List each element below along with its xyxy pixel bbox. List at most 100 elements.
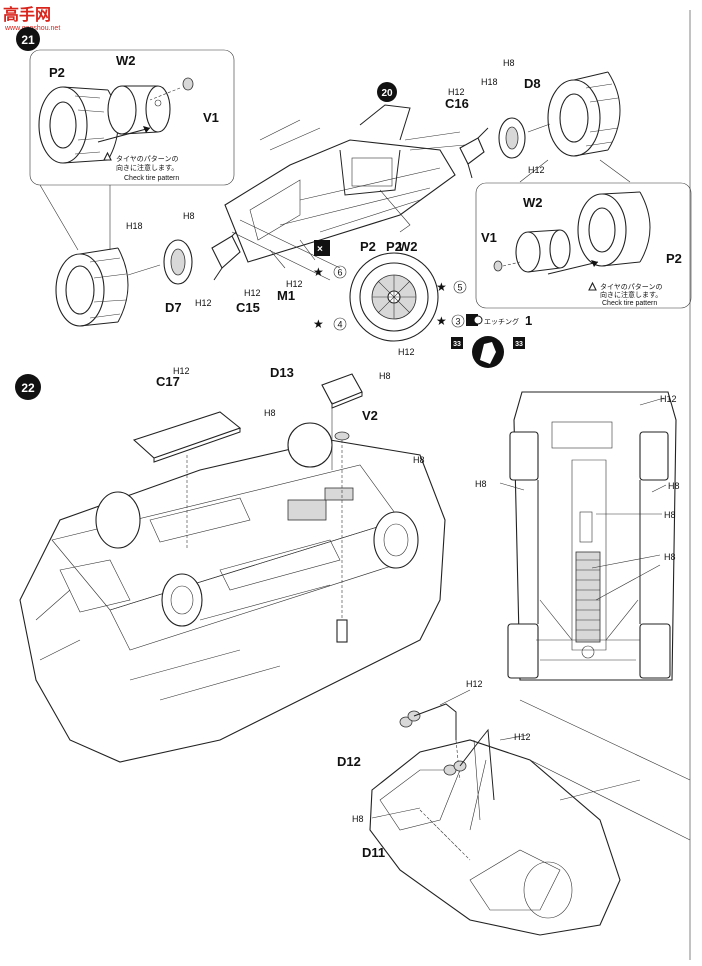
decal-33-right: 33 — [515, 341, 523, 348]
tire-note-line1-left: タイヤのパターンの — [116, 154, 178, 163]
svg-text:★: ★ — [436, 280, 447, 294]
paint-h18-a: H18 — [126, 221, 143, 231]
topview-tire-fl — [509, 431, 539, 481]
underbody-tire-fr — [287, 422, 333, 468]
etching-number: 1 — [525, 313, 532, 328]
etching-callout: エッチング 1 — [466, 313, 532, 328]
decal-number-4: 4 — [337, 320, 342, 330]
label-w2-left: W2 — [116, 53, 136, 68]
topview-tire-rr — [639, 623, 671, 679]
paint-h12-d: H12 — [448, 87, 465, 97]
paint-h8-d: H8 — [264, 408, 276, 418]
paint-h8-f: H8 — [475, 479, 487, 489]
label-w2-center: W2 — [398, 239, 418, 254]
center-wheel-decal — [349, 252, 439, 342]
paint-h12-f: H12 — [398, 347, 415, 357]
paint-h8-j: H8 — [352, 814, 364, 824]
paint-h18-b: H18 — [481, 77, 498, 87]
label-p2-center: P2 — [386, 239, 402, 254]
svg-text:×: × — [317, 244, 323, 255]
label-d7: D7 — [165, 300, 182, 315]
step-20-badge: 20 — [377, 82, 397, 102]
decal-marker-6: ★ 6 — [313, 265, 347, 279]
rear-right-tire — [547, 71, 621, 157]
front-clip-detail — [369, 699, 691, 936]
paint-h8-b: H8 — [503, 58, 515, 68]
tire-note-line2-right: 向きに注意します。 — [600, 290, 662, 299]
topview-tire-rl — [507, 623, 539, 679]
underbody-tire-rl — [161, 573, 203, 627]
chassis-frame-upper — [224, 104, 466, 281]
part-d12-pedals — [399, 703, 461, 781]
part-v2-screw — [334, 431, 350, 620]
label-d13: D13 — [270, 365, 294, 380]
decal-marker-5: ★ 5 — [436, 280, 467, 294]
paint-h12-j: H12 — [514, 732, 531, 742]
decal-number-3: 3 — [455, 317, 460, 327]
part-d11-pedals — [443, 728, 495, 831]
decal-33-left: 33 — [453, 341, 461, 348]
tire-note-line1-right: タイヤのパターンの — [600, 282, 662, 291]
wheel-w2-right — [515, 229, 571, 273]
label-v1-left: V1 — [203, 110, 219, 125]
left-tire-callout: タイヤのパターンの 向きに注意します。 Check tire pattern P… — [29, 49, 235, 186]
paint-h12-b: H12 — [244, 288, 261, 298]
paint-h12-e: H12 — [528, 165, 545, 175]
right-tire-callout: タイヤのパターンの 向きに注意します。 Check tire pattern W… — [475, 182, 692, 309]
decal-marker-4: ★ 4 — [313, 317, 347, 331]
paint-h12-a: H12 — [195, 298, 212, 308]
hub-d7 — [163, 239, 193, 285]
label-w2-right: W2 — [523, 195, 543, 210]
svg-text:★: ★ — [313, 317, 324, 331]
paint-h8-a: H8 — [183, 211, 195, 221]
watermark-text: 高手网 — [3, 5, 51, 24]
paint-h12-c: H12 — [286, 279, 303, 289]
label-p2-left: P2 — [49, 65, 65, 80]
front-left-tire — [55, 247, 129, 327]
cap-v1-right — [493, 260, 503, 272]
bull-emblem-decal: 33 33 — [451, 336, 525, 368]
underbody-tire-rr — [373, 511, 419, 569]
label-v1-right: V1 — [481, 230, 497, 245]
paint-h8-g: H8 — [668, 481, 680, 491]
chassis-top-view — [507, 391, 677, 681]
label-d12: D12 — [337, 754, 361, 769]
wheel-w2-left — [107, 85, 171, 135]
etching-label: エッチング — [484, 317, 519, 326]
paint-h12-g: H12 — [173, 366, 190, 376]
label-c16: C16 — [445, 96, 469, 111]
step-21-number: 21 — [21, 33, 35, 47]
tire-p2-right — [577, 191, 651, 267]
step-21-marker: 21 — [16, 27, 40, 51]
step-20-number: 20 — [381, 88, 393, 99]
paint-h12-h: H12 — [660, 394, 677, 404]
paint-h8-h: H8 — [664, 510, 676, 520]
label-p2-right: P2 — [666, 251, 682, 266]
car-underbody — [19, 422, 446, 763]
tire-note-en-left: Check tire pattern — [124, 175, 179, 182]
paint-h8-c: H8 — [379, 371, 391, 381]
label-p2-wheel: P2 — [360, 239, 376, 254]
decal-number-5: 5 — [457, 283, 462, 293]
decal-number-6: 6 — [337, 268, 342, 278]
tire-note-en-right: Check tire pattern — [602, 300, 657, 307]
topview-tire-fr — [639, 431, 669, 481]
decal-marker-3: ★ 3 — [436, 314, 465, 328]
label-m1: M1 — [277, 288, 295, 303]
part-c17-plate — [132, 411, 242, 550]
label-c15: C15 — [236, 300, 260, 315]
step-22-marker: 22 — [15, 374, 41, 400]
label-d8: D8 — [524, 76, 541, 91]
hub-d8 — [498, 117, 526, 159]
paint-h8-i: H8 — [664, 552, 676, 562]
svg-text:★: ★ — [313, 265, 324, 279]
label-v2: V2 — [362, 408, 378, 423]
step-22-number: 22 — [21, 381, 35, 395]
svg-text:★: ★ — [436, 314, 447, 328]
tire-p2-left — [38, 86, 119, 164]
cap-v1-left — [182, 77, 194, 91]
paint-h8-e: H8 — [413, 455, 425, 465]
upright-c16 — [459, 127, 489, 179]
